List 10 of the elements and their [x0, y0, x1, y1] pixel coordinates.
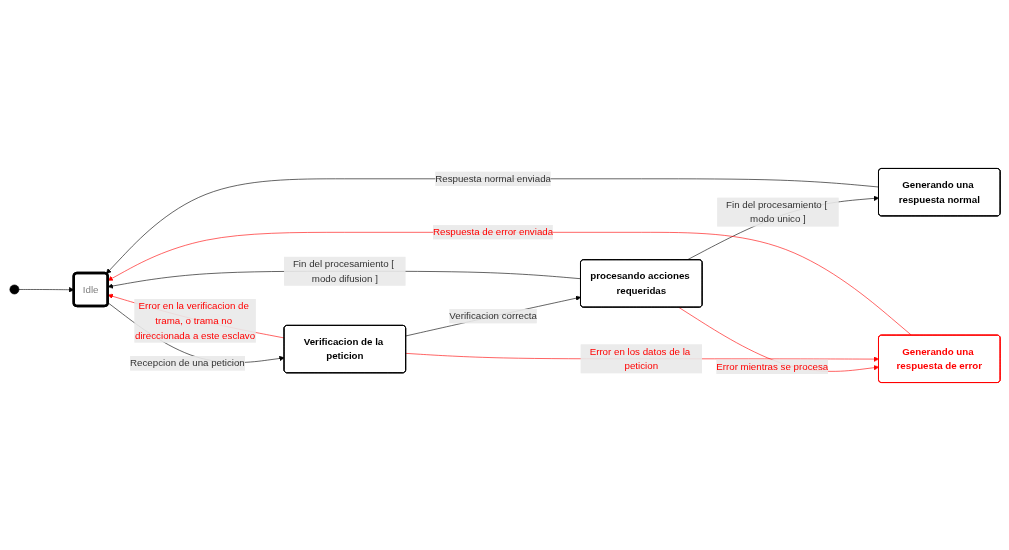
edge-label: Respuesta de error enviada: [432, 226, 553, 237]
edge-label: Respuesta normal enviada: [434, 172, 551, 184]
edge-label: Recepcion de una peticion: [129, 357, 245, 368]
edge-label: Verificacion correcta: [448, 310, 537, 321]
edge-label: Error en la verificacion de trama, o trama no direccionada a este esclavo: [134, 300, 255, 340]
edge-label: Fin del procesamiento [ modo unico ]: [725, 198, 827, 224]
edge-label: Error en los datos de la peticion: [589, 345, 690, 371]
edge-label: Error mientras se procesa: [715, 360, 828, 372]
edge-label: Fin del procesamiento [ modo difusion ]: [292, 257, 394, 283]
node-circle: [9, 284, 19, 294]
